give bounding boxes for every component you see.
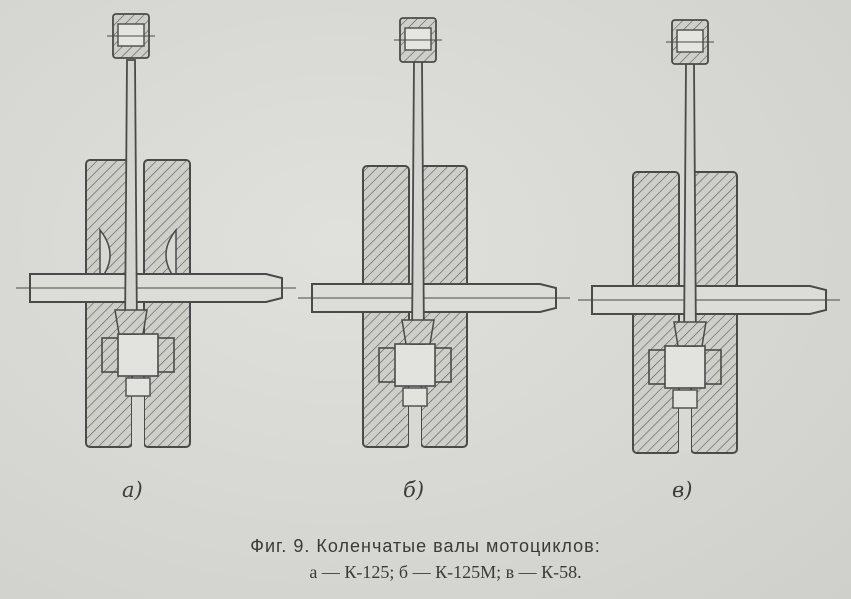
rod-big-end [114,309,148,335]
panel-label-v: в) [672,478,693,502]
connecting-rod [124,59,138,335]
crankshaft-b [298,17,570,448]
crank-pin [664,345,706,389]
piston-pin [676,29,704,53]
piston-pin [117,23,145,47]
crank-pin-lower [672,389,698,409]
panel-label-a: а) [122,478,143,502]
flywheel-slot [132,387,144,447]
figure-caption-title: Фиг. 9. Коленчатые валы мотоциклов: [250,536,601,556]
crank-pin-lower [402,387,428,407]
crank-pin-lower [125,377,151,397]
figure-caption-legend: а — К-125; б — К-125М; в — К-58. [309,562,582,582]
connecting-rod [411,59,425,345]
panel-label-b: б) [403,478,425,502]
rod-big-end [401,319,435,345]
flywheel-right [143,159,191,448]
crankshaft-a [16,13,296,448]
connecting-rod [683,61,697,347]
piston-pin [404,27,432,51]
crankshaft-v [578,19,840,454]
rod-big-end [673,321,707,347]
crank-pin [117,333,159,377]
crank-pin [394,343,436,387]
